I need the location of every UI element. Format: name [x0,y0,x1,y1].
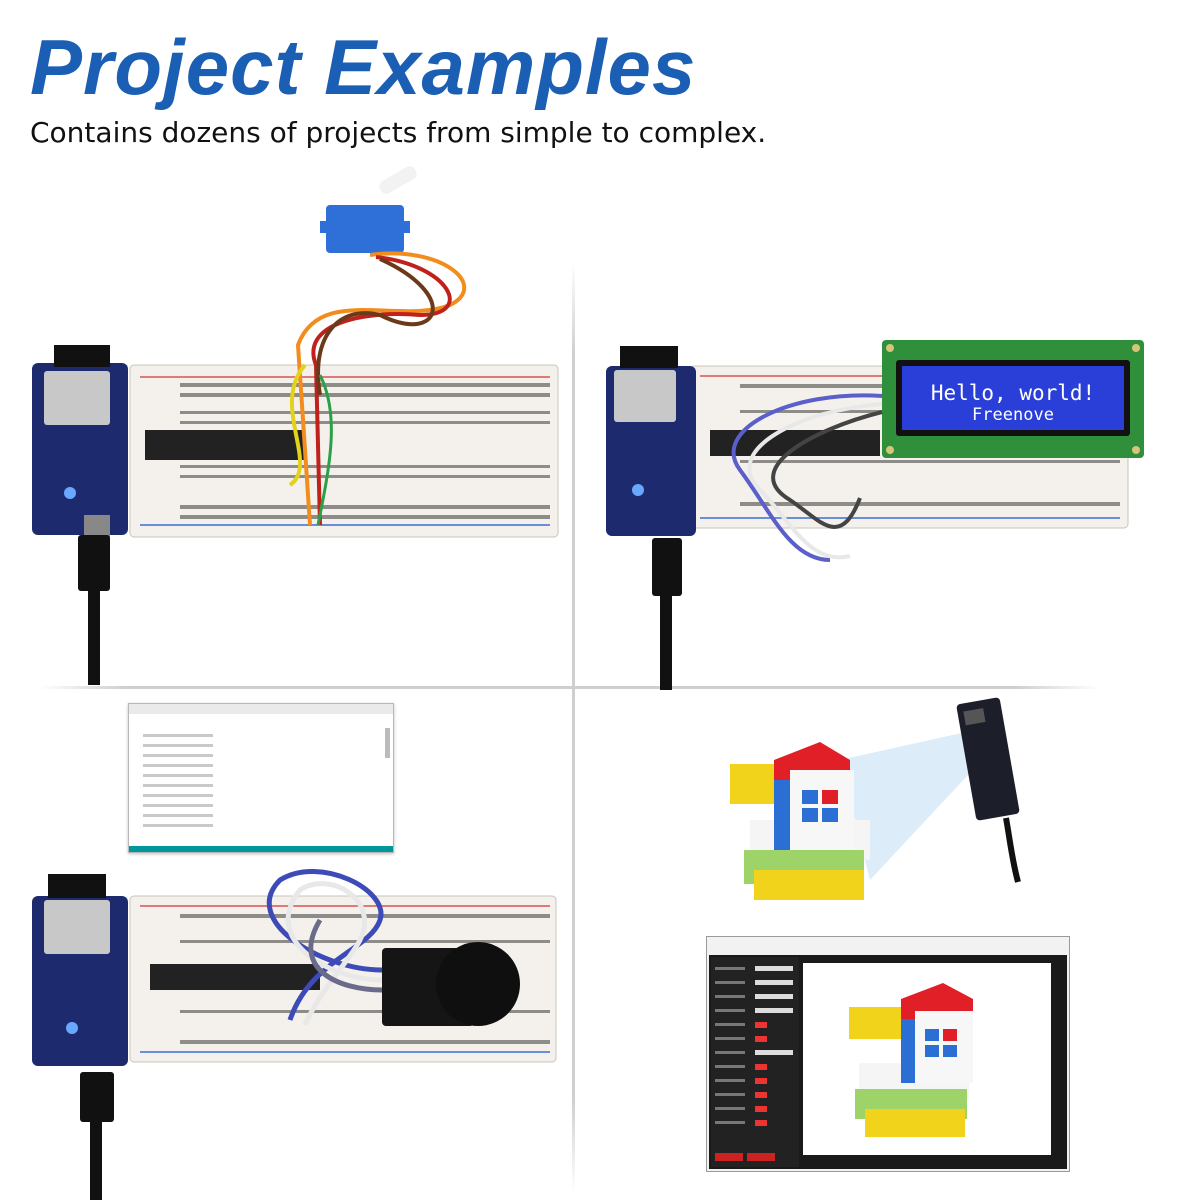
serial-monitor-window [128,703,394,853]
page-title: Project Examples [30,23,697,111]
browser-content [709,955,1067,1169]
lcd-project-image: Hello, world! Freenove [606,340,1144,690]
lcd-line-2: Freenove [972,405,1054,425]
lcd-display-icon: Hello, world! Freenove [882,340,1144,458]
page-subtitle: Contains dozens of projects from simple … [30,116,767,149]
joystick-project-image [32,868,557,1200]
joystick-icon [382,942,520,1026]
lcd-line-1: Hello, world! [931,381,1095,405]
toy-house [730,742,870,900]
serial-output [129,704,393,827]
settings-controls [715,966,793,1161]
streamed-toy-house [849,983,973,1137]
servo-project-image [32,166,559,685]
vertical-divider [572,262,575,1192]
horizontal-divider [40,686,1100,689]
serial-status-bar [129,846,393,852]
camera-web-browser [706,936,1070,1172]
camera-stream-view [803,963,1051,1155]
servo-icon [320,166,417,253]
camera-settings-sidebar [711,957,799,1167]
camera-project-image [730,697,1021,900]
breadboard [129,364,559,538]
camera-icon [956,697,1021,883]
